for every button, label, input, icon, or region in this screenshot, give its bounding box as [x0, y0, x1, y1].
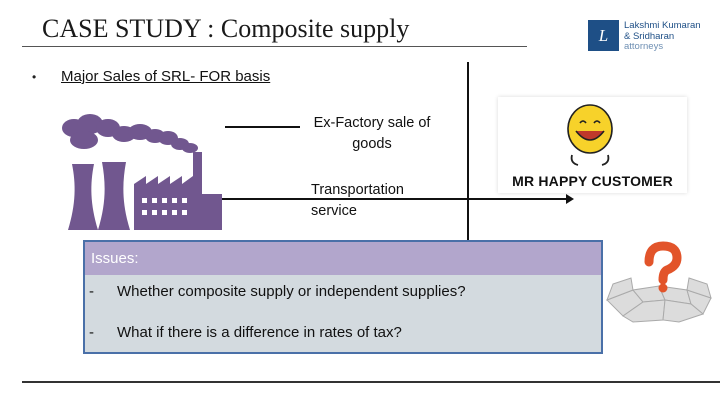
issue-text: What if there is a difference in rates o… — [117, 324, 402, 341]
firm-logo: L Lakshmi Kumaran & Sridharan attorneys — [588, 20, 716, 54]
arrow-transportation — [222, 194, 574, 204]
factory-icon — [62, 114, 222, 230]
logo-line-2: & Sridharan — [624, 30, 675, 42]
bullet-text: Major Sales of SRL- FOR basis — [61, 68, 271, 85]
transportation-label-line-1: Transportation — [311, 182, 404, 198]
issues-box: Issues: - Whether composite supply or ind… — [83, 240, 603, 354]
happy-face-icon — [567, 104, 613, 166]
customer-card: MR HAPPY CUSTOMER — [498, 97, 687, 193]
transportation-label: Transportation service — [311, 180, 404, 222]
transportation-label-line-2: service — [311, 203, 357, 219]
issue-text: Whether composite supply or independent … — [117, 283, 466, 300]
logo-line-3: attorneys — [624, 41, 664, 52]
issue-dash: - — [89, 283, 94, 300]
puzzle-question-icon — [606, 241, 712, 323]
logo-text: Lakshmi Kumaran & Sridharan attorneys — [624, 20, 701, 53]
issue-dash: - — [89, 324, 94, 341]
bullet-icon: • — [32, 70, 37, 84]
customer-label: MR HAPPY CUSTOMER — [512, 173, 673, 189]
title-underline — [22, 46, 527, 47]
issue-item: - Whether composite supply or independent… — [89, 283, 466, 300]
slide-title: CASE STUDY : Composite supply — [42, 14, 410, 43]
logo-mark: L — [588, 20, 619, 51]
issue-item: - What if there is a difference in rates … — [89, 324, 402, 341]
logo-line-1: Lakshmi Kumaran — [624, 20, 701, 31]
divider-vertical-line — [467, 62, 469, 240]
footer-rule — [22, 381, 720, 383]
arrow-ex-factory — [225, 122, 310, 132]
issues-header: Issues: — [85, 242, 601, 275]
ex-factory-label: Ex-Factory sale of goods — [300, 113, 444, 155]
